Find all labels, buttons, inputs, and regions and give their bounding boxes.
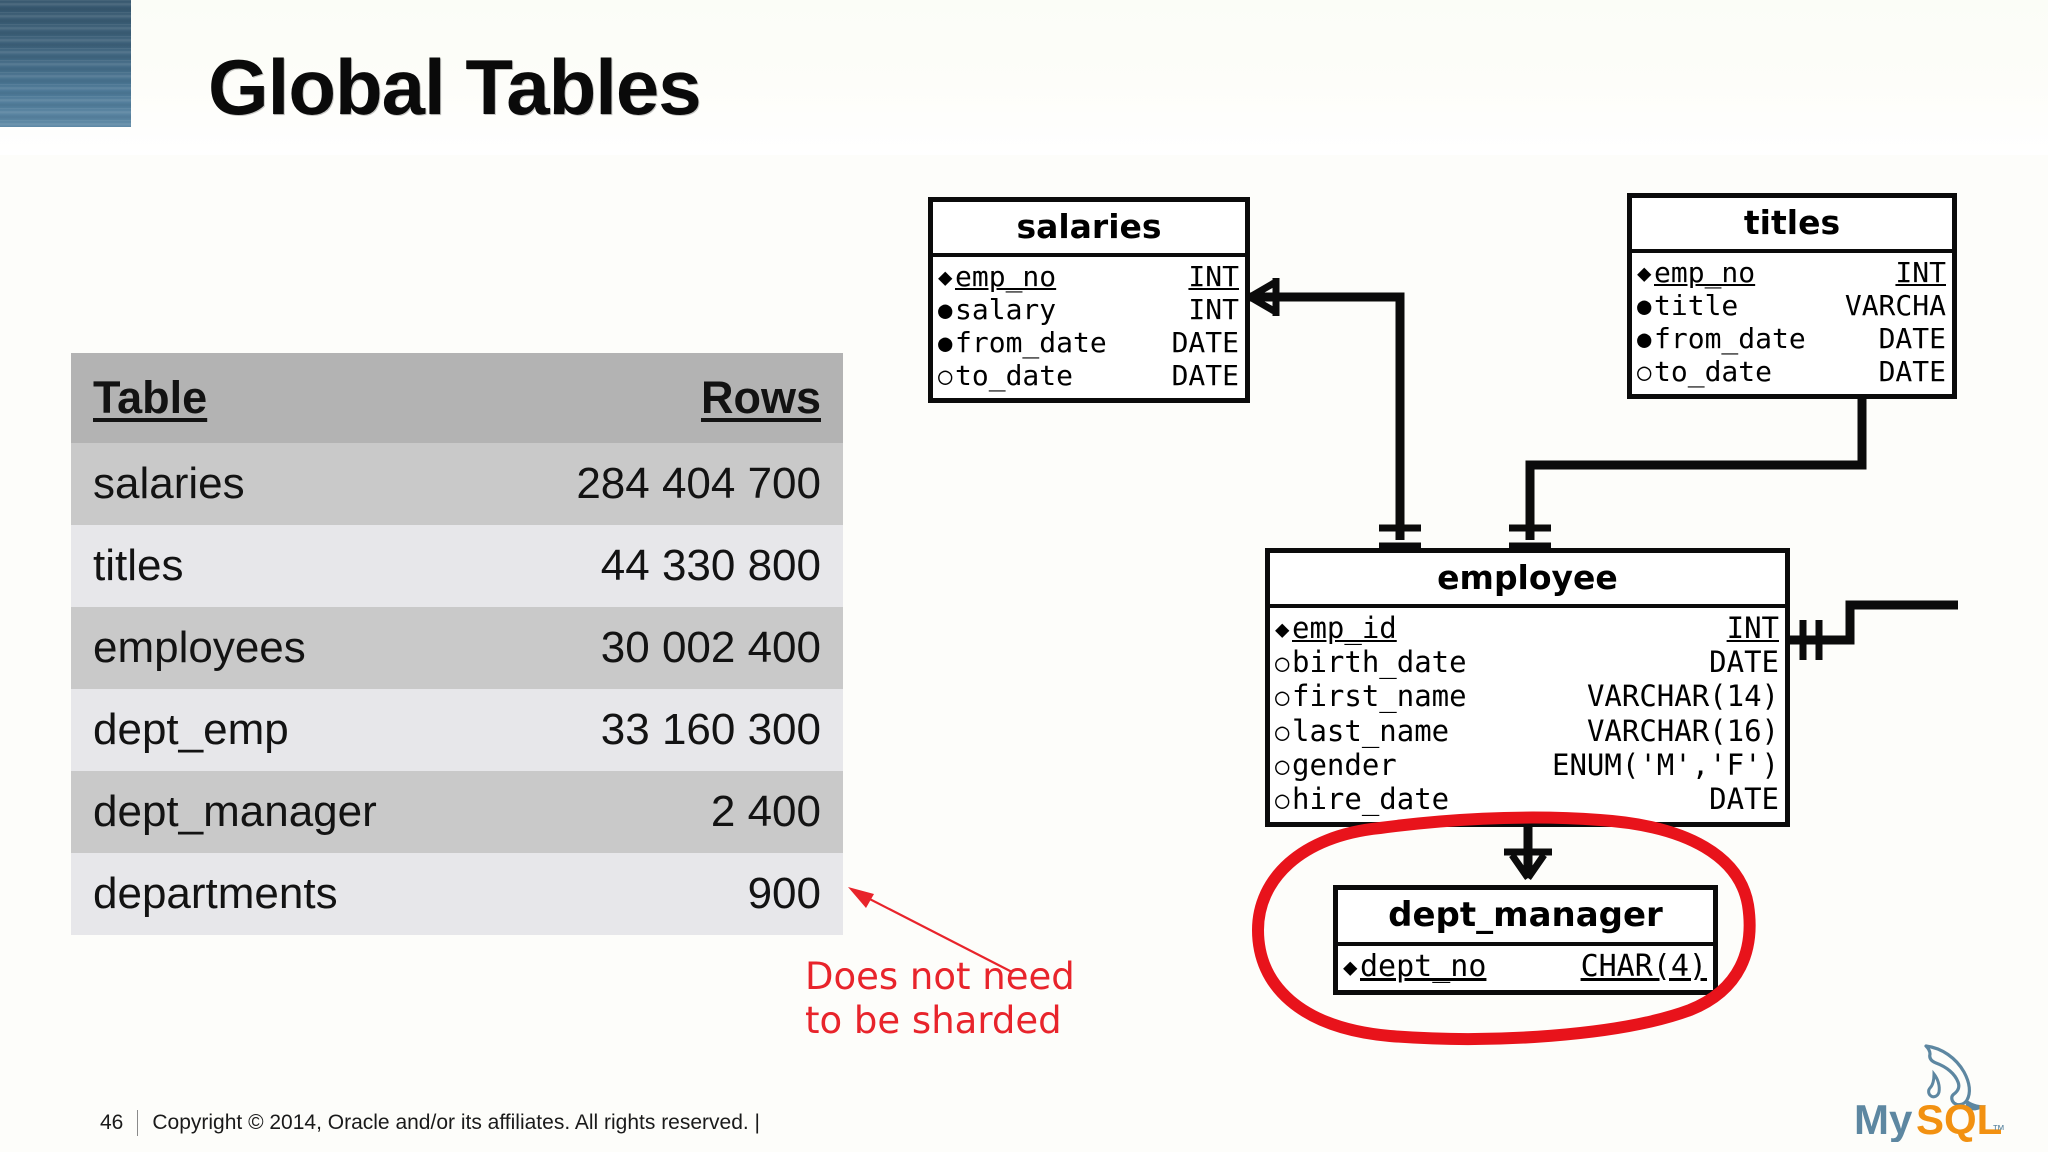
- entity-attribute: ◆ emp_no INT: [938, 260, 1239, 293]
- page-number: 46: [100, 1111, 124, 1134]
- entity-title: dept_manager: [1338, 890, 1713, 946]
- table-header-row: Table Rows: [71, 353, 843, 443]
- header-band: [0, 0, 2048, 155]
- entity-attributes: ◆ emp_no INT ● salary INT ● from_date DA…: [933, 257, 1245, 398]
- footer-divider: [137, 1110, 139, 1136]
- entity-title: salaries: [933, 202, 1245, 257]
- copyright-text: Copyright © 2014, Oracle and/or its affi…: [152, 1111, 761, 1134]
- entity-attributes: ◆ emp_id INT ○ birth_date DATE ○ first_n…: [1270, 608, 1785, 822]
- nullable-field-circle-icon: ○: [1275, 751, 1290, 780]
- nullable-field-circle-icon: ○: [1275, 683, 1290, 712]
- entity-attribute: ● from_date DATE: [1637, 322, 1946, 356]
- entity-attribute: ○ birth_date DATE: [1275, 645, 1779, 680]
- nullable-field-circle-icon: ○: [1637, 358, 1652, 387]
- entity-attribute: ● title VARCHA: [1637, 289, 1946, 323]
- cell-table-name: titles: [71, 525, 519, 607]
- table-row: salaries 284 404 700: [71, 443, 843, 525]
- cell-table-name: dept_emp: [71, 689, 519, 771]
- cell-row-count: 33 160 300: [518, 689, 843, 771]
- entity-attribute: ● from_date DATE: [938, 326, 1239, 360]
- cell-row-count: 284 404 700: [518, 443, 843, 525]
- nullable-field-circle-icon: ○: [1275, 786, 1290, 815]
- entity-attribute: ○ first_name VARCHAR(14): [1275, 679, 1779, 714]
- cell-row-count: 900: [518, 853, 843, 935]
- entity-attribute: ● salary INT: [938, 293, 1239, 327]
- cell-row-count: 44 330 800: [518, 525, 843, 607]
- nullable-field-circle-icon: ○: [1275, 717, 1290, 746]
- required-field-dot-icon: ●: [938, 329, 953, 358]
- cell-row-count: 30 002 400: [518, 607, 843, 689]
- footer: 46 Copyright © 2014, Oracle and/or its a…: [100, 1110, 760, 1136]
- cell-table-name: employees: [71, 607, 519, 689]
- table-row: dept_manager 2 400: [71, 771, 843, 853]
- nullable-field-circle-icon: ○: [1275, 649, 1290, 678]
- entity-attribute: ○ to_date DATE: [1637, 355, 1946, 389]
- decorative-corner-block: [0, 0, 131, 127]
- entity-attribute: ◆ emp_no INT: [1637, 256, 1946, 289]
- entity-attribute: ○ last_name VARCHAR(16): [1275, 713, 1779, 748]
- logo-text-sql: SQL: [1916, 1096, 2002, 1142]
- entity-attribute: ○ to_date DATE: [938, 359, 1239, 393]
- annotation-line-1: Does not need: [805, 955, 1075, 998]
- nullable-field-circle-icon: ○: [938, 362, 953, 391]
- column-header-rows: Rows: [518, 353, 843, 443]
- er-entity-titles: titles ◆ emp_no INT ● title VARCHA ● fro…: [1627, 193, 1957, 400]
- er-entity-employee: employee ◆ emp_id INT ○ birth_date DATE …: [1265, 548, 1790, 828]
- primary-key-diamond-icon: ◆: [938, 263, 953, 291]
- required-field-dot-icon: ●: [1637, 292, 1652, 321]
- mysql-dolphin-icon: My SQL ™: [1854, 1044, 2005, 1142]
- cell-table-name: salaries: [71, 443, 519, 525]
- cell-table-name: dept_manager: [71, 771, 519, 853]
- logo-trademark: ™: [1992, 1122, 2005, 1137]
- entity-attribute: ○ gender ENUM('M','F'): [1275, 747, 1779, 782]
- cell-row-count: 2 400: [518, 771, 843, 853]
- entity-attribute: ◆ emp_id INT: [1275, 611, 1779, 645]
- table-row: departments 900: [71, 853, 843, 935]
- primary-key-diamond-icon: ◆: [1343, 953, 1358, 981]
- er-entity-salaries: salaries ◆ emp_no INT ● salary INT ● fro…: [928, 197, 1250, 404]
- logo-text-my: My: [1854, 1096, 1913, 1142]
- column-header-table: Table: [71, 353, 519, 443]
- primary-key-diamond-icon: ◆: [1637, 259, 1652, 287]
- required-field-dot-icon: ●: [1637, 325, 1652, 354]
- annotation-note: Does not need to be sharded: [805, 955, 1105, 1042]
- table-row: dept_emp 33 160 300: [71, 689, 843, 771]
- entity-title: titles: [1632, 198, 1952, 253]
- entity-attributes: ◆ dept_no CHAR(4): [1338, 946, 1713, 990]
- annotation-line-2: to be sharded: [805, 998, 1062, 1042]
- primary-key-diamond-icon: ◆: [1275, 615, 1290, 643]
- entity-attribute: ○ hire_date DATE: [1275, 782, 1779, 817]
- er-entity-dept-manager: dept_manager ◆ dept_no CHAR(4): [1333, 885, 1718, 996]
- page-title: Global Tables: [208, 43, 702, 131]
- required-field-dot-icon: ●: [938, 296, 953, 325]
- table-row: employees 30 002 400: [71, 607, 843, 689]
- table-row: titles 44 330 800: [71, 525, 843, 607]
- global-tables-stats-table: Table Rows salaries 284 404 700 titles 4…: [71, 353, 843, 935]
- entity-title: employee: [1270, 553, 1785, 608]
- entity-attribute: ◆ dept_no CHAR(4): [1343, 949, 1707, 984]
- cell-table-name: departments: [71, 853, 519, 935]
- entity-attributes: ◆ emp_no INT ● title VARCHA ● from_date …: [1632, 253, 1952, 394]
